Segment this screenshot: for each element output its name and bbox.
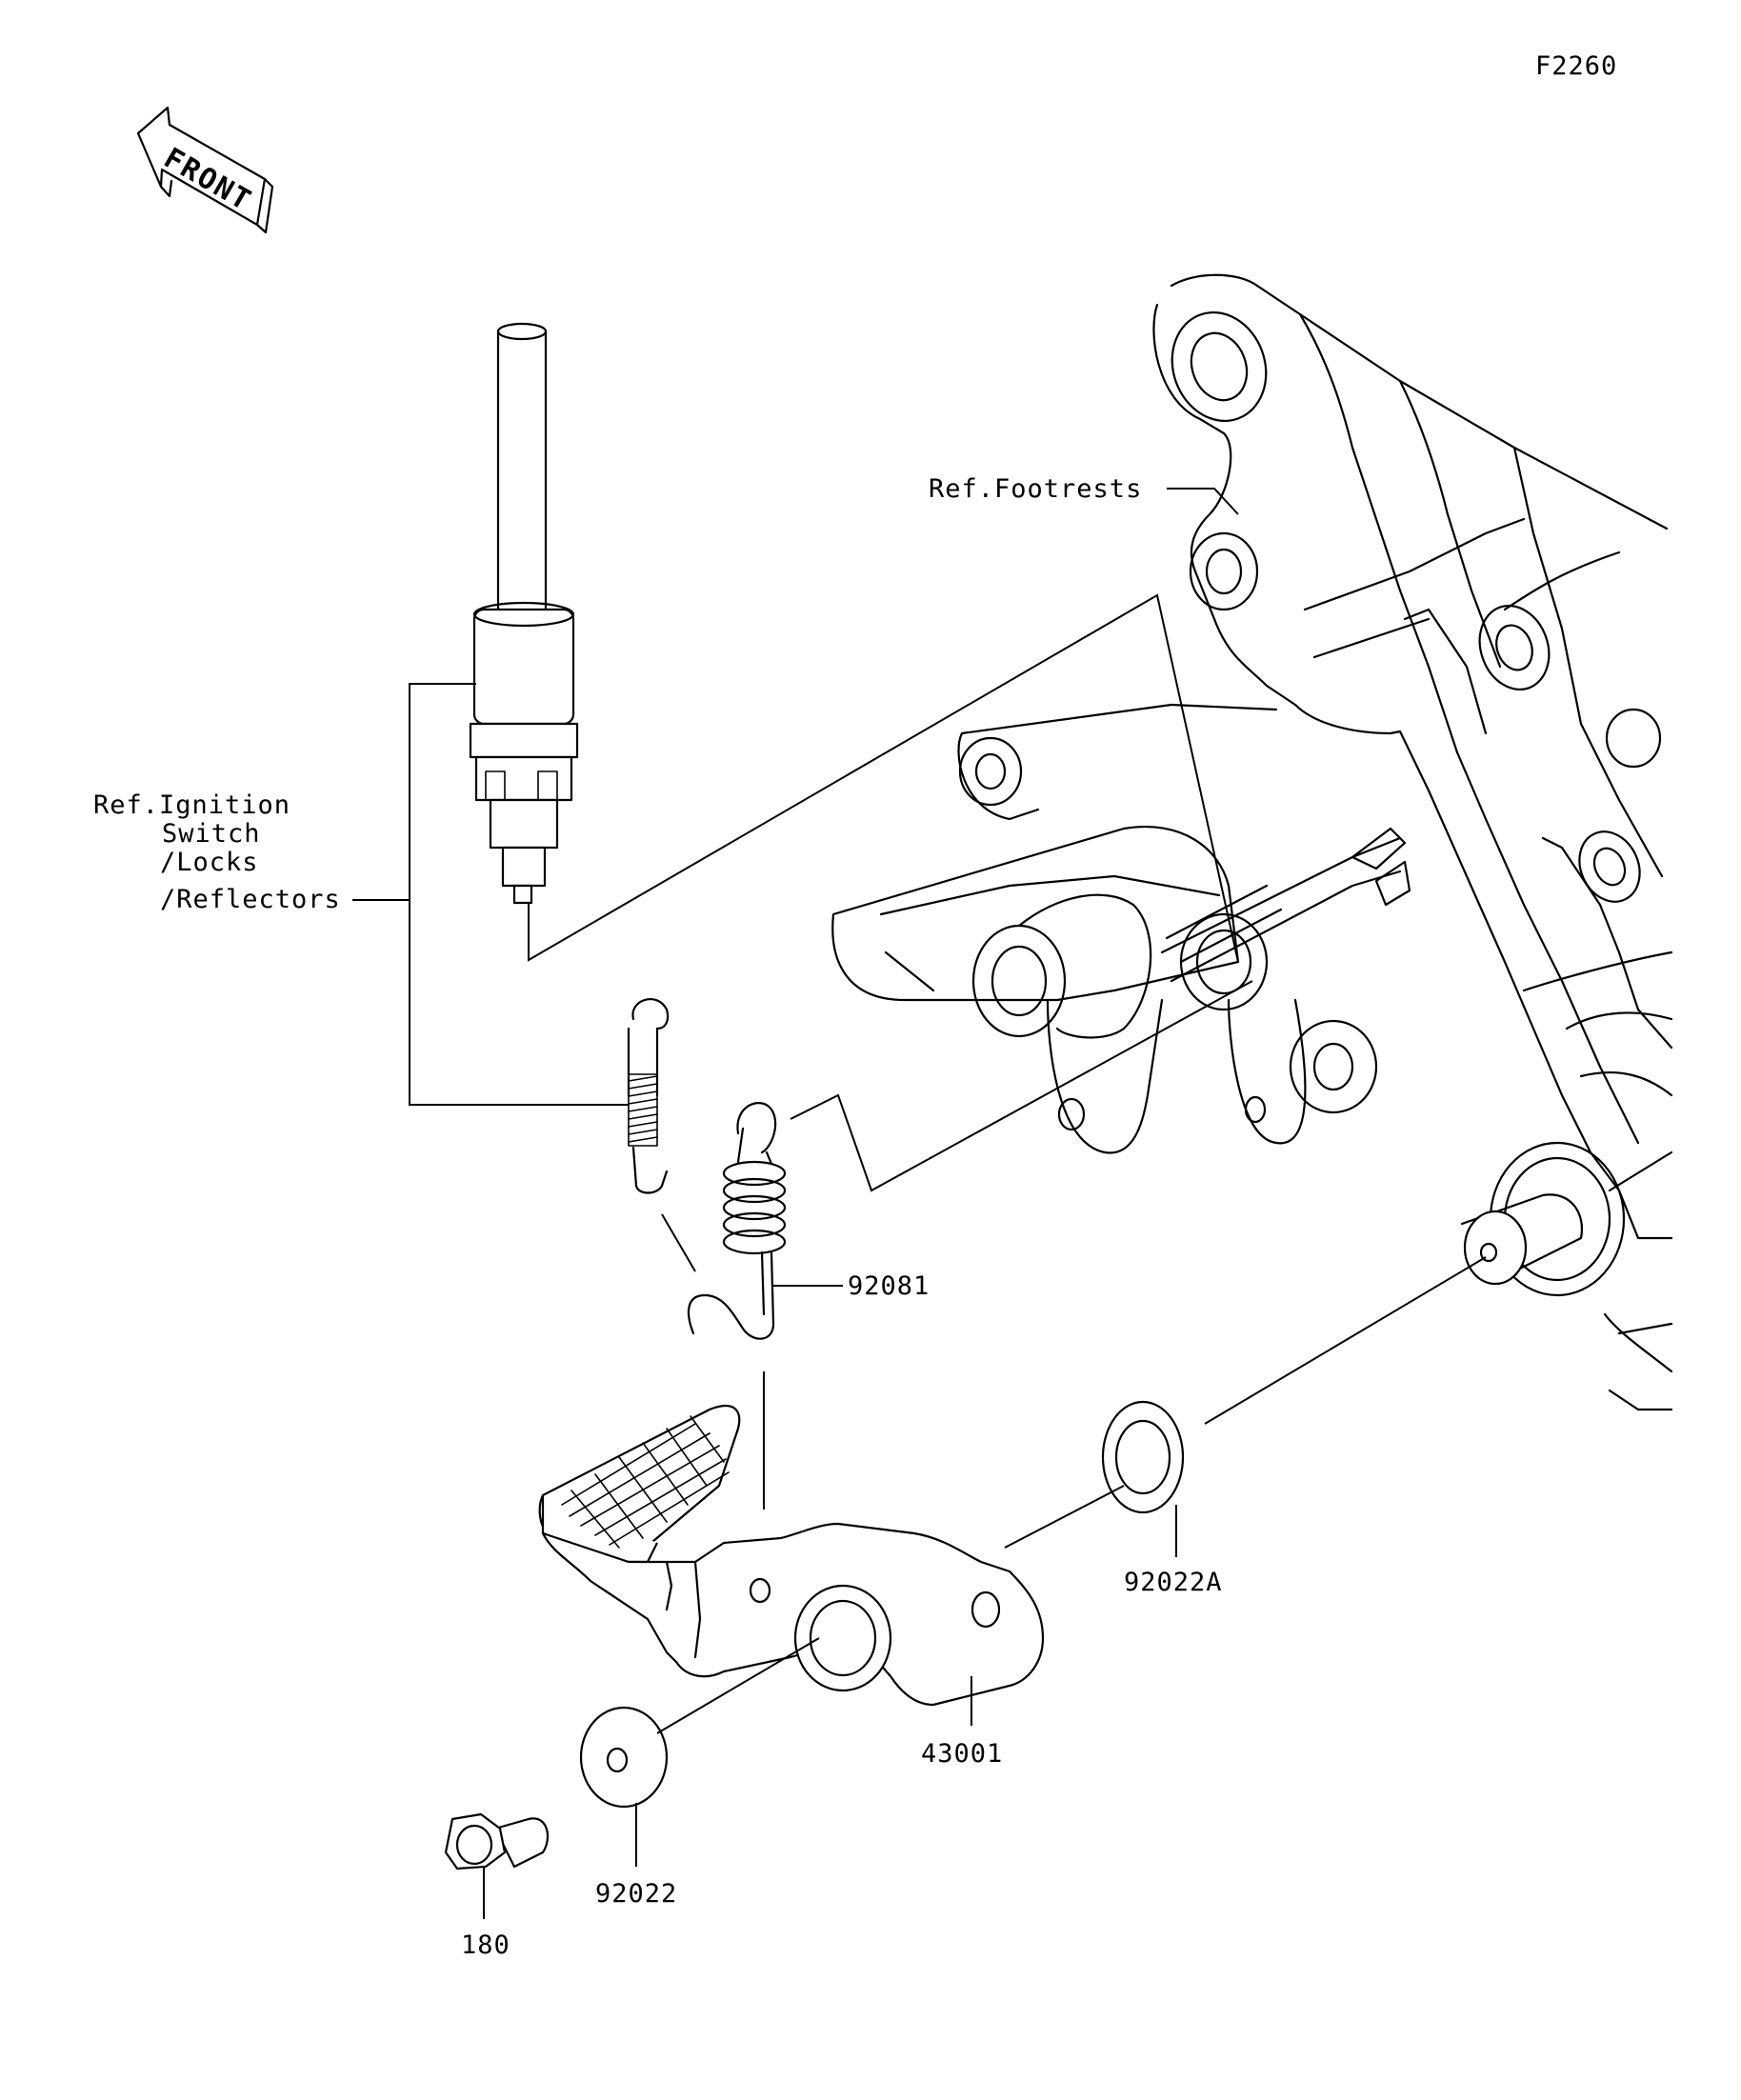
ref-ignition-line4: /Reflectors: [160, 885, 341, 914]
ref-ignition-line3: /Locks: [160, 848, 259, 877]
washer-a: [1101, 1400, 1185, 1514]
part-number-92022: 92022: [595, 1879, 677, 1909]
ref-ignition-line1: Ref.Ignition: [93, 790, 290, 820]
footrest-bracket: [831, 273, 1673, 1411]
ref-ignition-line2: Switch: [162, 819, 261, 849]
part-number-92022a: 92022A: [1124, 1568, 1223, 1597]
ref-footrests-label: Ref.Footrests: [929, 474, 1142, 504]
switch-spring: [627, 998, 670, 1194]
leader-lines: [352, 488, 1487, 1919]
washer: [579, 1706, 669, 1809]
part-number-43001: 43001: [921, 1739, 1003, 1769]
part-number-92081: 92081: [848, 1271, 930, 1301]
bolt: [444, 1812, 550, 1870]
figure-code: F2260: [1535, 51, 1617, 81]
return-spring: [687, 1102, 787, 1340]
part-number-180: 180: [461, 1930, 510, 1960]
brake-light-switch: [469, 322, 579, 905]
brake-pedal: [538, 1404, 1045, 1707]
front-arrow-icon: FRONT: [136, 106, 274, 234]
